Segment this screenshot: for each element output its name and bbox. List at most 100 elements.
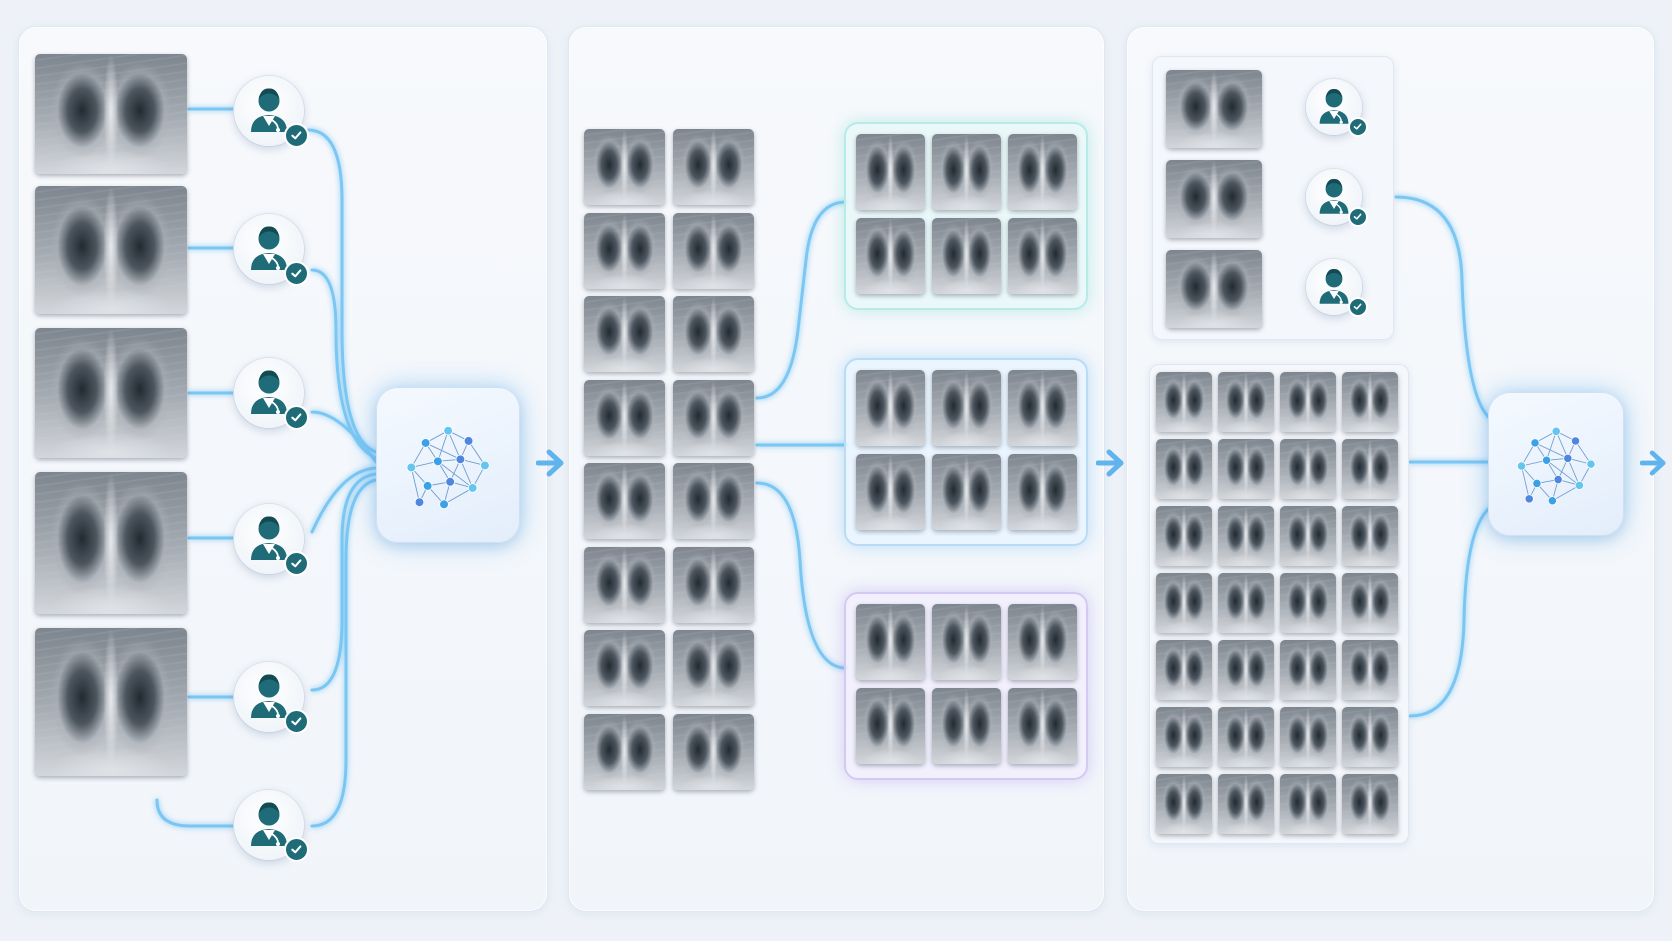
arrow-right-icon — [1095, 449, 1124, 477]
xray-thumb-stage2-16 — [673, 713, 754, 790]
xray-thumb-stage2-14 — [673, 630, 754, 706]
xray-thumb-stage2-5 — [584, 296, 665, 372]
xray-thumb-stage3-5 — [1156, 439, 1212, 499]
xray-thumb-stage3-16 — [1342, 573, 1398, 633]
xray-thumb-stage3-9 — [1156, 506, 1212, 566]
xray-thumb-stage2-11 — [584, 546, 665, 623]
annotator-node-1 — [234, 76, 309, 148]
xray-thumb-stage3-23 — [1280, 707, 1336, 767]
wire-cluster-3 — [755, 481, 848, 670]
xray-thumb-stage2-10 — [673, 463, 754, 539]
xray-thumb-stage3-8 — [1342, 439, 1398, 499]
xray-thumb-stage2-8 — [673, 379, 754, 456]
doctor-icon — [251, 802, 287, 846]
xray-thumb-stage3-6 — [1218, 439, 1274, 499]
xray-thumb-stage3-17 — [1156, 640, 1212, 700]
xray-thumb-cluster2-6 — [1008, 454, 1077, 530]
xray-thumb-cluster1-3 — [1008, 134, 1077, 210]
xray-thumb-stage3-24 — [1342, 707, 1398, 767]
xray-thumb-cluster3-5 — [932, 688, 1001, 764]
xray-thumb-stage3-14 — [1218, 573, 1274, 633]
checkmark-icon — [1354, 123, 1362, 131]
xray-thumb-stage3-27 — [1280, 774, 1336, 834]
xray-thumb-stage2-6 — [673, 296, 754, 372]
approved-check-badge — [284, 405, 309, 430]
xray-thumb-stage2-9 — [584, 463, 665, 539]
xray-thumb-cluster2-5 — [932, 454, 1001, 530]
wire-annotated-to-model — [1394, 195, 1494, 422]
checkmark-icon — [291, 131, 302, 140]
arrow-right-icon — [1639, 450, 1666, 476]
xray-thumb-stage3-2 — [1218, 372, 1274, 432]
xray-thumb-stage3-11 — [1280, 506, 1336, 566]
neural-network-icon — [406, 425, 490, 509]
xray-image-stage1-4 — [35, 472, 187, 614]
doctor-icon — [251, 516, 287, 560]
approved-check-badge — [1348, 117, 1368, 137]
xray-thumb-stage2-4 — [673, 212, 754, 289]
wire-cluster-1 — [755, 200, 848, 400]
flow-arrow-2 — [1095, 446, 1124, 480]
xray-thumb-stage3-19 — [1280, 640, 1336, 700]
xray-thumb-cluster3-2 — [932, 604, 1001, 680]
model-node-stage-3 — [1488, 392, 1624, 536]
approved-check-badge — [284, 261, 309, 286]
xray-thumb-cluster3-6 — [1008, 688, 1077, 764]
xray-thumb-stage3-7 — [1280, 439, 1336, 499]
checkmark-icon — [1354, 303, 1362, 311]
xray-thumb-cluster3-3 — [1008, 604, 1077, 680]
xray-thumb-cluster2-1 — [856, 370, 925, 446]
xray-image-stage1-2 — [35, 186, 187, 314]
annotator-node-2 — [234, 214, 309, 286]
xray-thumb-stage3-1 — [1156, 372, 1212, 432]
wire-annotator-6-in — [155, 798, 236, 828]
xray-image-stage1-3 — [35, 328, 187, 458]
xray-thumb-cluster1-5 — [932, 218, 1001, 294]
doctor-icon — [251, 674, 287, 718]
checkmark-icon — [291, 559, 302, 568]
wire-annotator-3 — [310, 410, 378, 464]
neural-network-icon — [1508, 413, 1604, 515]
checkmark-icon — [1354, 213, 1362, 221]
xray-annotated-stage3-3 — [1166, 250, 1262, 328]
xray-thumb-cluster1-4 — [856, 218, 925, 294]
wire-annotator-1 — [306, 128, 378, 454]
xray-thumb-cluster1-6 — [1008, 218, 1077, 294]
xray-thumb-stage3-12 — [1342, 506, 1398, 566]
xray-thumb-stage3-22 — [1218, 707, 1274, 767]
annotator-node-3 — [234, 358, 309, 430]
xray-thumb-stage2-1 — [584, 129, 665, 205]
wire-annotator-2 — [310, 268, 378, 460]
annotator-node-6 — [234, 790, 309, 862]
xray-thumb-stage2-7 — [584, 379, 665, 456]
xray-thumb-stage2-13 — [584, 630, 665, 706]
annotator-node-8 — [1306, 169, 1368, 227]
xray-thumb-stage3-21 — [1156, 707, 1212, 767]
xray-annotated-stage3-2 — [1166, 160, 1262, 238]
approved-check-badge — [284, 123, 309, 148]
checkmark-icon — [291, 717, 302, 726]
doctor-icon — [251, 88, 287, 132]
xray-thumb-cluster3-1 — [856, 604, 925, 680]
wire-annotator-6 — [310, 478, 378, 828]
xray-thumb-stage3-28 — [1342, 774, 1398, 834]
approved-check-badge — [284, 709, 309, 734]
xray-thumb-cluster1-1 — [856, 134, 925, 210]
doctor-icon — [251, 370, 287, 414]
annotator-node-9 — [1306, 259, 1368, 317]
wire-annotator-5 — [310, 472, 378, 692]
doctor-icon — [1319, 178, 1349, 214]
annotator-node-5 — [234, 662, 309, 734]
flow-arrow-1 — [535, 446, 564, 480]
xray-thumb-stage2-15 — [584, 713, 665, 790]
approved-check-badge — [1348, 207, 1368, 227]
xray-thumb-cluster2-3 — [1008, 370, 1077, 446]
neural-network-icon — [397, 410, 499, 521]
xray-thumb-stage2-2 — [673, 129, 754, 205]
xray-thumb-stage3-10 — [1218, 506, 1274, 566]
xray-thumb-cluster3-4 — [856, 688, 925, 764]
xray-thumb-stage3-25 — [1156, 774, 1212, 834]
doctor-icon — [1319, 268, 1349, 304]
